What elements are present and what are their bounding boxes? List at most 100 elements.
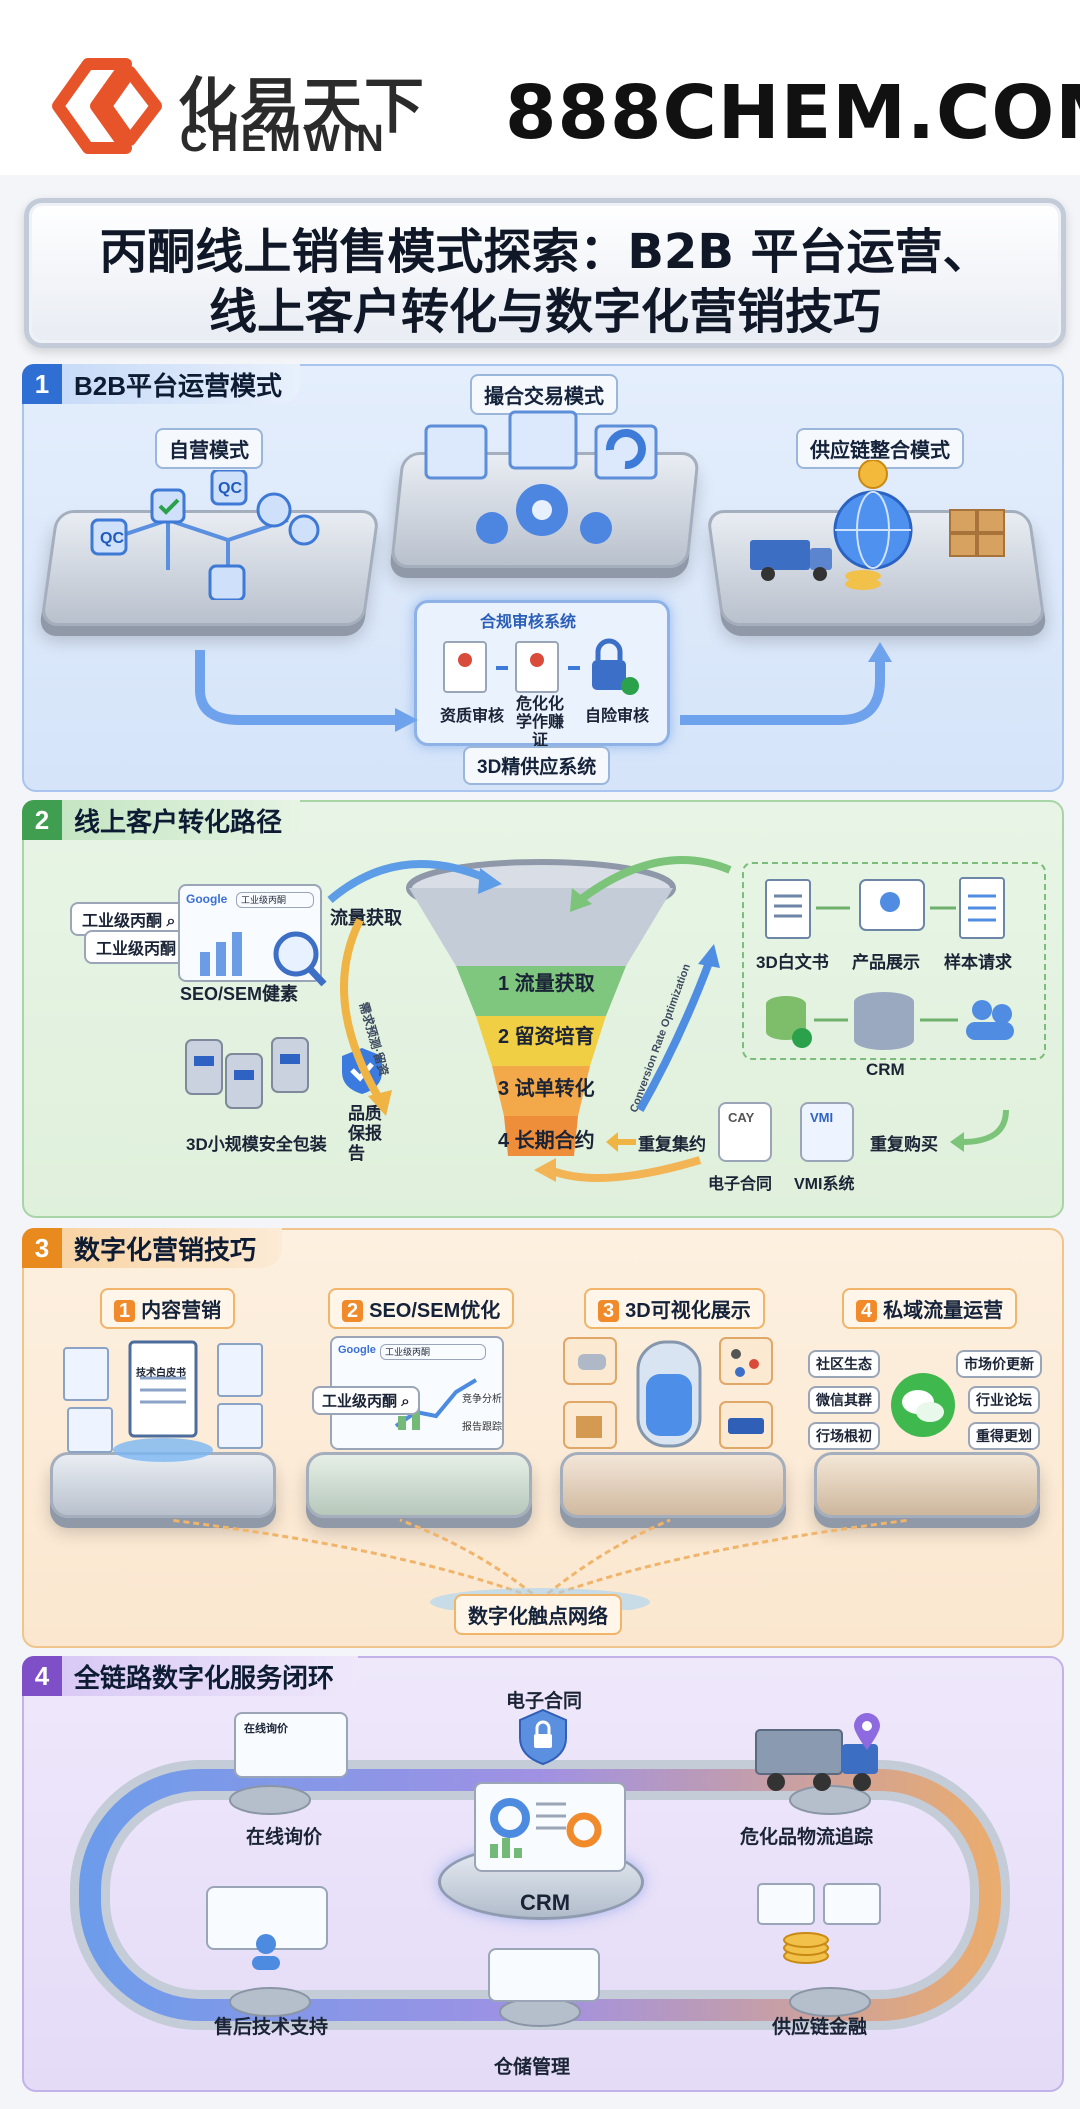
- competition-analysis-label: 竞争分析: [462, 1394, 502, 1405]
- search-engine-brand: Google: [186, 892, 228, 906]
- seo-platform: [306, 1452, 532, 1518]
- crm-hub-label: CRM: [520, 1890, 571, 1915]
- search-icon: ⌕: [166, 913, 176, 930]
- node-online-inquiry: 在线询价: [246, 1827, 323, 1848]
- warehouse-dashboard: [488, 1948, 600, 2002]
- wechat-icon: [891, 1373, 955, 1437]
- search-engine-brand-2: Google: [338, 1344, 376, 1356]
- tag-re-plan: 重得更划: [968, 1422, 1040, 1450]
- section2-header: 2 线上客户转化路径: [22, 800, 300, 840]
- section1-header: 1 B2B平台运营模式: [22, 364, 300, 404]
- tag-industry-forum: 行业论坛: [968, 1386, 1040, 1414]
- tag-wechat-group: 微信其群: [808, 1386, 880, 1414]
- contract-doc-tag: CAY: [728, 1110, 755, 1125]
- section4-title: 全链路数字化服务闭环: [74, 1662, 335, 1693]
- node-supply-chain-finance: 供应链金融: [772, 2017, 868, 2038]
- brand-name-en: CHEMWIN: [180, 118, 387, 160]
- compliance-system-title: 合规审核系统: [480, 614, 577, 631]
- vmi-system-document-icon: [800, 1102, 854, 1162]
- repeat-contract-label: 重复集约: [638, 1135, 706, 1154]
- title-frame: [24, 198, 1066, 348]
- content-docs-icon: [63, 1340, 263, 1462]
- quality-report-label: 品质保报告: [348, 1104, 382, 1163]
- section3-header: 3 数字化营销技巧: [22, 1228, 282, 1268]
- mode-self-operated: 自营模式: [155, 428, 263, 469]
- 3d-tank-visualization-icon: [563, 1337, 773, 1449]
- white-paper-label: 3D白文书: [756, 953, 829, 972]
- funnel-stage-3: 3 试单转化: [498, 1078, 595, 1100]
- online-inquiry-card: [234, 1712, 348, 1778]
- tag-price-update: 市场价更新: [956, 1350, 1042, 1378]
- section2-title: 线上客户转化路径: [74, 806, 283, 837]
- hazmat-truck-icon: [755, 1729, 878, 1791]
- section1-flow-arrows: [195, 642, 892, 732]
- crm-database-icon: [766, 992, 1014, 1050]
- crm-dashed-group: [742, 862, 1046, 1060]
- search-icon: ⌕: [401, 1393, 410, 1410]
- compliance-system-panel: [414, 600, 670, 746]
- funnel-stage-4: 4 长期合约: [498, 1130, 595, 1152]
- tag-community: 社区生态: [808, 1350, 880, 1378]
- section4-header: 4 全链路数字化服务闭环: [22, 1656, 358, 1696]
- funnel-stage-1: 1 流量获取: [498, 973, 595, 995]
- section1-title: B2B平台运营模式: [74, 370, 283, 401]
- keyword-tag-2: 工业级丙酮: [84, 930, 189, 964]
- node-warehouse-management: 仓储管理: [494, 2057, 571, 2078]
- product-display-label: 产品展示: [852, 953, 920, 972]
- section1-number: 1: [22, 364, 62, 404]
- content-marketing-platform: [50, 1452, 276, 1518]
- sample-request-label: 样本请求: [944, 953, 1012, 972]
- e-contract-label: 电子合同: [708, 1176, 773, 1193]
- crm-dashboard-charts-icon: [490, 1798, 602, 1858]
- private-traffic-platform: [814, 1452, 1040, 1518]
- online-inquiry-card-title: 在线询价: [244, 1723, 288, 1735]
- service-loop-pipe: [70, 1760, 1010, 2030]
- digital-touchpoint-network-label: 数字化触点网络: [454, 1594, 622, 1635]
- seo-sem-label: SEO/SEM健素: [180, 984, 299, 1004]
- crm-label: CRM: [866, 1060, 905, 1079]
- visualization-platform: [560, 1452, 786, 1518]
- supply-chain-finance-icon: [757, 1883, 881, 1964]
- tag-market-root: 行场根初: [808, 1422, 880, 1450]
- site-domain[interactable]: 888CHEM.COM: [505, 70, 1080, 156]
- matchmaking-screens-icon: [424, 410, 658, 544]
- vmi-system-label: VMI系统: [794, 1176, 855, 1193]
- repeat-flow-arrows: [606, 1109, 1009, 1152]
- header: [0, 0, 1080, 175]
- seo-chart-magnifier-icon: [200, 931, 327, 987]
- section2-number: 2: [22, 800, 62, 840]
- section3-title: 数字化营销技巧: [74, 1234, 257, 1265]
- repeat-purchase-label: 重复购买: [870, 1135, 938, 1154]
- section4-number: 4: [22, 1656, 62, 1696]
- seo-keyword-tag: 工业级丙酮 ⌕: [312, 1386, 420, 1415]
- location-pin-icon: [854, 1713, 880, 1750]
- svg-text:QC: QC: [218, 480, 242, 497]
- seo-trend-chart-icon: [394, 1378, 478, 1430]
- seo-search-bar-2: 工业级丙酮: [380, 1344, 486, 1360]
- check-hazmat-permit: 危化化学作赚证: [515, 696, 564, 749]
- qc-label-icon: QC: [100, 530, 124, 547]
- node-e-contract: 电子合同: [506, 1691, 583, 1712]
- white-paper-title: 技术白皮书: [136, 1368, 186, 1379]
- chemwin-logo-icon: [52, 58, 162, 154]
- safety-package-drums-icon: [185, 1037, 309, 1109]
- e-contract-document-icon: [718, 1102, 772, 1162]
- funnel-stage-2: 2 留资培育: [498, 1026, 595, 1048]
- support-agent-icon: [252, 1934, 280, 1970]
- check-self-audit: 自险审核: [585, 708, 650, 725]
- mode-matchmaking: 撮合交易模式: [470, 374, 618, 415]
- report-tracking-label: 报告跟踪: [462, 1422, 502, 1433]
- check-qualification: 资质审核: [440, 708, 505, 725]
- qc-network-icon: QC QC: [90, 470, 320, 600]
- safety-package-label: 3D小规模安全包装: [186, 1135, 327, 1154]
- vmi-doc-tag: VMI: [810, 1110, 834, 1125]
- page-title-line2: 线上客户转化与数字化营销技巧: [208, 284, 881, 340]
- supply-chain-globe-icon: [750, 460, 1005, 590]
- brand-name-cn: 化易天下: [178, 72, 426, 142]
- funnel-flow-arrows: [327, 856, 732, 1182]
- node-after-sales-support: 售后技术支持: [214, 2017, 329, 2038]
